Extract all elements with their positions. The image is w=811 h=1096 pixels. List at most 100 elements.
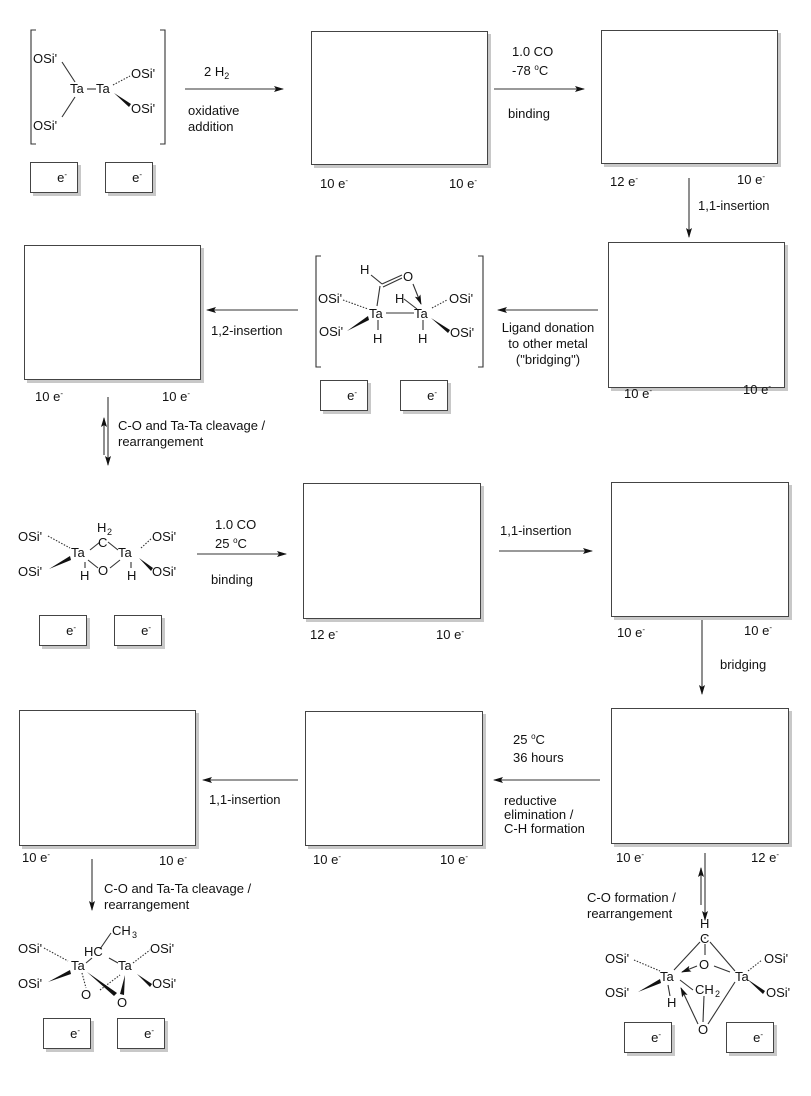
step-description: binding [508,106,550,121]
metal-label: Ta [70,81,85,96]
svg-text:OSi': OSi' [764,951,788,966]
svg-text:CH: CH [695,982,714,997]
electron-count-box[interactable]: e- [30,162,78,193]
electron-count-label: 10 e- [616,850,644,865]
svg-text:H: H [127,568,136,583]
svg-text:Ta: Ta [118,545,133,560]
svg-text:O: O [117,995,127,1010]
step-reagent: 1.0 CO-78 oC [512,44,554,78]
electron-count-box[interactable]: e- [624,1022,672,1053]
answer-box-I[interactable] [19,710,196,846]
step-description: C-O and Ta-Ta cleavage /rearrangement [118,418,266,449]
svg-text:H: H [667,995,676,1010]
electron-count-label: 10 e- [22,850,50,865]
electron-count-label: 10 e- [624,386,652,401]
svg-text:Ta: Ta [414,306,429,321]
answer-box-C[interactable] [608,242,785,388]
svg-text:C: C [700,931,709,946]
step-reagent: 2 H2 [204,64,230,81]
svg-text:C: C [98,535,107,550]
svg-text:OSi': OSi' [319,324,343,339]
answer-box-A[interactable] [311,31,488,165]
svg-text:OSi': OSi' [766,985,790,1000]
electron-count-label: 10 e- [436,627,464,642]
electron-count-label: 12 e- [310,627,338,642]
answer-box-D[interactable] [24,245,201,380]
step-description: 1,2-insertion [211,323,283,338]
electron-count-label: 10 e- [162,389,190,404]
electron-unit: e- [144,1026,154,1041]
svg-text:Ta: Ta [660,969,675,984]
svg-text:OSi': OSi' [152,564,176,579]
svg-text:OSi': OSi' [152,976,176,991]
step-description: C-O formation /rearrangement [587,890,676,921]
svg-text:CH: CH [112,923,131,938]
electron-count-box[interactable]: e- [320,380,368,411]
ligand-label: OSi' [131,66,155,81]
electron-count-box[interactable]: e- [39,615,87,646]
step-description: 1,1-insertion [500,523,572,538]
svg-text:O: O [403,269,413,284]
svg-text:H: H [97,520,106,535]
svg-text:H: H [373,331,382,346]
step-description: C-O and Ta-Ta cleavage /rearrangement [104,881,252,912]
step-description: binding [211,572,253,587]
electron-count-label: 10 e- [440,852,468,867]
svg-text:Ta: Ta [735,969,750,984]
svg-text:Ta: Ta [71,958,86,973]
svg-text:OSi': OSi' [18,976,42,991]
answer-box-G[interactable] [611,708,789,844]
electron-unit: e- [57,170,67,185]
svg-text:OSi': OSi' [152,529,176,544]
electron-count-box[interactable]: e- [43,1018,91,1049]
electron-unit: e- [651,1030,661,1045]
ligand-label: OSi' [33,118,57,133]
svg-text:H: H [395,291,404,306]
answer-box-E[interactable] [303,483,481,619]
electron-count-box[interactable]: e- [400,380,448,411]
svg-text:HC: HC [84,944,103,959]
svg-text:OSi': OSi' [18,941,42,956]
svg-text:Ta: Ta [71,545,86,560]
electron-unit: e- [427,388,437,403]
answer-box-H[interactable] [305,711,483,846]
answer-box-F[interactable] [611,482,789,617]
svg-text:OSi': OSi' [18,529,42,544]
electron-unit: e- [70,1026,80,1041]
electron-count-label: 10 e- [743,382,771,397]
electron-count-label: 10 e- [35,389,63,404]
ligand-label: OSi' [33,51,57,66]
electron-unit: e- [753,1030,763,1045]
svg-text:OSi': OSi' [449,291,473,306]
svg-text:OSi': OSi' [18,564,42,579]
electron-count-label: 10 e- [617,625,645,640]
electron-unit: e- [66,623,76,638]
step-description: bridging [720,657,767,672]
svg-text:O: O [81,987,91,1002]
electron-count-label: 12 e- [610,174,638,189]
electron-count-box[interactable]: e- [114,615,162,646]
svg-text:O: O [98,563,108,578]
electron-count-box[interactable]: e- [726,1022,774,1053]
svg-text:O: O [699,957,709,972]
answer-box-B[interactable] [601,30,778,164]
electron-count-label: 10 e- [744,623,772,638]
electron-count-box[interactable]: e- [105,162,153,193]
electron-count-box[interactable]: e- [117,1018,165,1049]
svg-text:H: H [418,331,427,346]
svg-text:OSi': OSi' [605,985,629,1000]
svg-text:2: 2 [715,989,720,999]
svg-text:Ta: Ta [118,958,133,973]
electron-count-label: 10 e- [313,852,341,867]
